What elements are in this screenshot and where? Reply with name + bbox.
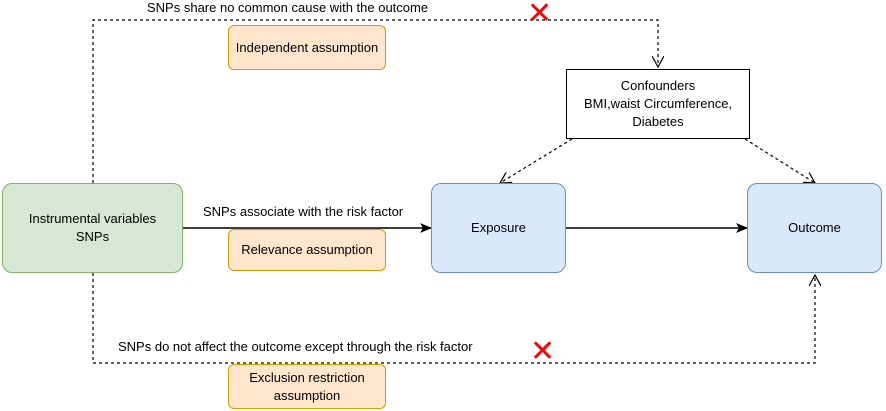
node-exclusion-restriction-assumption: Exclusion restriction assumption [228, 364, 386, 409]
edge-iv-to-outcome [92, 273, 815, 364]
node-outcome-label: Outcome [788, 220, 841, 235]
edge-label-middle: SNPs associate with the risk factor [203, 204, 404, 219]
node-relevance-assumption-label: Relevance assumption [241, 242, 373, 257]
node-instrumental-variables-label: Instrumental variables SNPs [28, 211, 157, 244]
node-independent-assumption: Independent assumption [228, 25, 386, 70]
cross-mark-bottom: ✕ [530, 334, 556, 369]
node-exclusion-restriction-label: Exclusion restriction assumption [249, 369, 365, 403]
node-instrumental-variables: Instrumental variables SNPs [2, 183, 183, 273]
edge-confounders-to-outcome [744, 138, 815, 183]
node-outcome: Outcome [747, 183, 882, 273]
cross-mark-top: ✕ [527, 0, 553, 31]
edge-label-top: SNPs share no common cause with the outc… [147, 0, 429, 15]
node-relevance-assumption: Relevance assumption [228, 229, 386, 271]
node-confounders: Confounders BMI,waist Circumference, Dia… [566, 69, 750, 139]
node-exposure-label: Exposure [471, 220, 526, 235]
node-confounders-label: Confounders BMI,waist Circumference, Dia… [583, 78, 733, 129]
edge-label-bottom: SNPs do not affect the outcome except th… [118, 339, 473, 354]
edge-confounders-to-exposure [500, 138, 573, 183]
edge-iv-to-confounders [92, 19, 658, 183]
node-independent-assumption-label: Independent assumption [235, 39, 379, 55]
node-exposure: Exposure [431, 183, 566, 273]
